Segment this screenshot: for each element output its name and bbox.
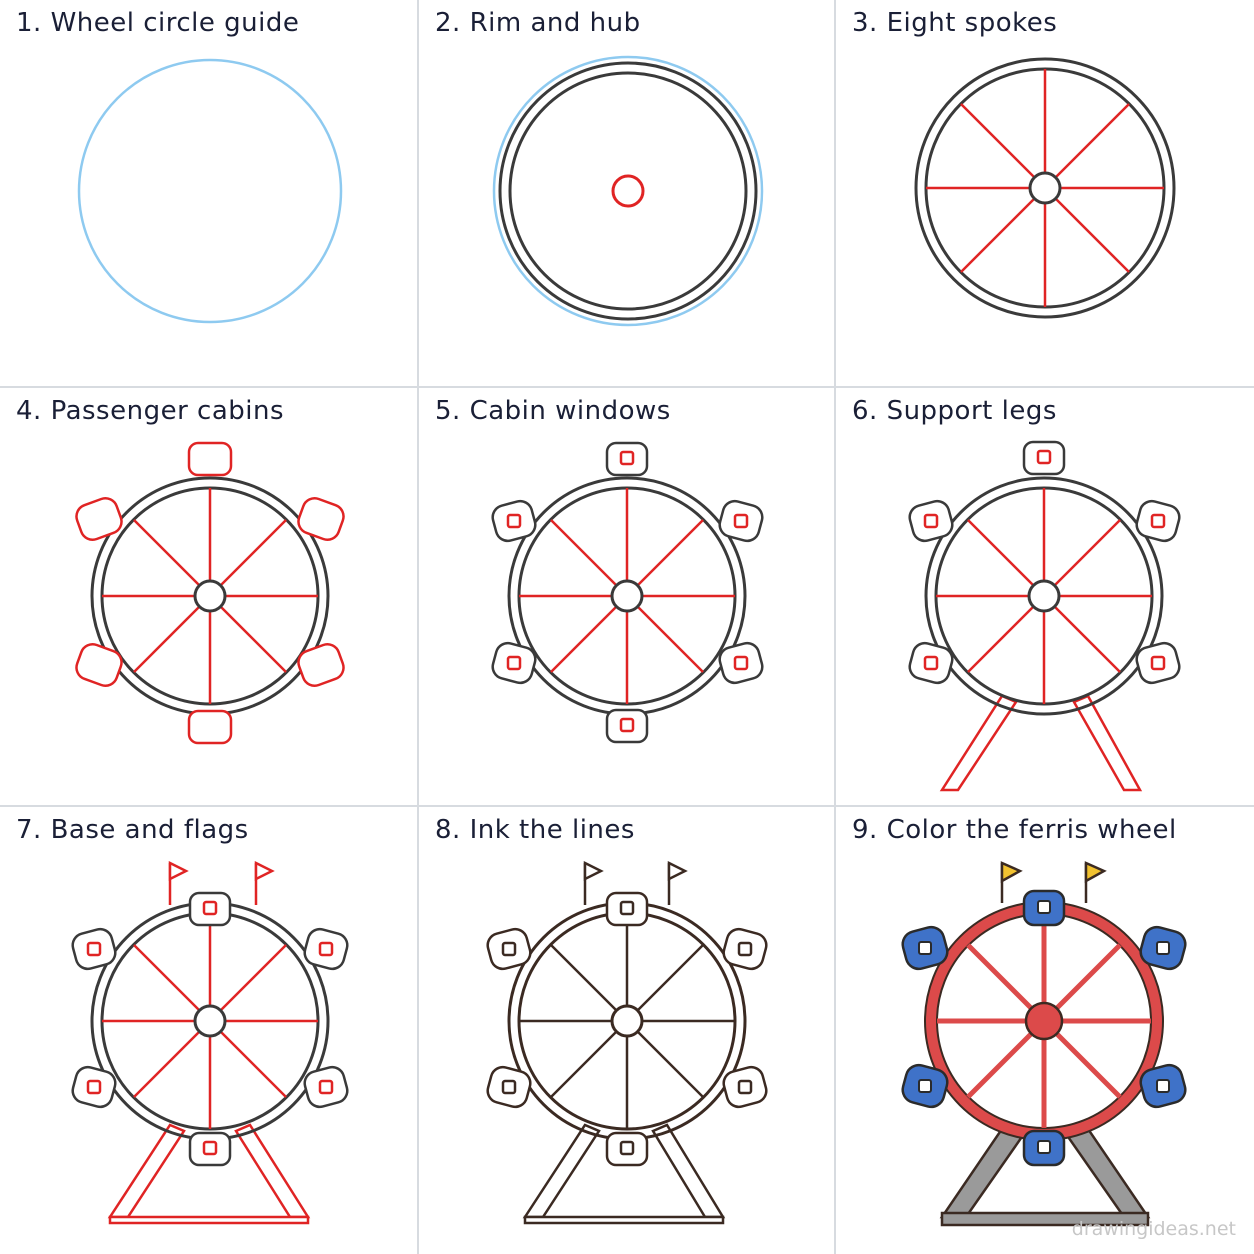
divider-horizontal bbox=[0, 805, 1254, 807]
step-title: 2. Rim and hub bbox=[435, 8, 641, 38]
step-panel-2: 2. Rim and hub bbox=[419, 0, 834, 386]
step-9-drawing bbox=[901, 861, 1187, 1227]
cabin bbox=[297, 497, 345, 541]
cabin-windows bbox=[86, 900, 334, 1156]
step-title: 7. Base and flags bbox=[16, 815, 249, 845]
spokes bbox=[102, 488, 318, 704]
guide-circle bbox=[492, 55, 764, 327]
support-legs bbox=[939, 694, 1143, 792]
divider-horizontal bbox=[0, 386, 1254, 388]
spokes bbox=[519, 913, 735, 1129]
guide-circle bbox=[77, 58, 343, 324]
cabins bbox=[908, 440, 1181, 685]
hub bbox=[610, 579, 644, 613]
step-panel-9: 9. Color the ferris wheel bbox=[836, 807, 1254, 1254]
cabin bbox=[187, 709, 233, 745]
step-panel-7: 7. Base and flags bbox=[0, 807, 417, 1254]
step-panel-8: 8. Ink the lines bbox=[419, 807, 834, 1254]
step-title: 9. Color the ferris wheel bbox=[852, 815, 1177, 845]
outer-rim bbox=[498, 61, 758, 321]
cabin bbox=[75, 497, 123, 541]
watermark: drawingideas.net bbox=[1071, 1218, 1236, 1240]
step-title: 6. Support legs bbox=[852, 396, 1057, 426]
cabin-windows bbox=[918, 900, 1170, 1154]
spokes bbox=[926, 69, 1164, 307]
cabin bbox=[605, 441, 649, 477]
step-panel-1: 1. Wheel circle guide bbox=[0, 0, 417, 386]
cabin bbox=[75, 643, 123, 687]
cabin-windows bbox=[501, 900, 753, 1156]
support-legs bbox=[522, 1123, 726, 1225]
outer-rim bbox=[924, 476, 1164, 716]
cabin bbox=[718, 641, 764, 685]
step-6-drawing bbox=[908, 440, 1181, 792]
spokes bbox=[937, 914, 1151, 1128]
step-panel-3: 3. Eight spokes bbox=[836, 0, 1254, 386]
step-panel-6: 6. Support legs bbox=[836, 388, 1254, 805]
step-4-drawing bbox=[75, 441, 345, 745]
cabin bbox=[491, 499, 537, 543]
step-2-drawing bbox=[492, 55, 764, 327]
spokes bbox=[519, 488, 735, 704]
step-title: 1. Wheel circle guide bbox=[16, 8, 300, 38]
step-title: 8. Ink the lines bbox=[435, 815, 635, 845]
step-title: 5. Cabin windows bbox=[435, 396, 671, 426]
hub bbox=[1027, 579, 1061, 613]
divider-vertical bbox=[417, 0, 419, 1254]
cabins bbox=[75, 441, 345, 745]
cabins bbox=[486, 891, 768, 1167]
hub bbox=[610, 1004, 644, 1038]
step-panel-4: 4. Passenger cabins bbox=[0, 388, 417, 805]
spokes bbox=[936, 488, 1152, 704]
base-bar bbox=[940, 1211, 1150, 1227]
cabin bbox=[718, 499, 764, 543]
cabin-windows bbox=[923, 449, 1166, 671]
divider-vertical bbox=[834, 0, 836, 1254]
support-legs bbox=[939, 1121, 1151, 1227]
cabin bbox=[187, 441, 233, 477]
spokes bbox=[102, 913, 318, 1129]
cabins bbox=[901, 889, 1187, 1167]
hub bbox=[1024, 1001, 1064, 1041]
step-8-drawing bbox=[486, 860, 768, 1225]
cabin bbox=[491, 641, 537, 685]
cabins bbox=[71, 891, 349, 1167]
step-panel-5: 5. Cabin windows bbox=[419, 388, 834, 805]
cabin bbox=[605, 708, 649, 744]
hub bbox=[193, 579, 227, 613]
outer-rim bbox=[914, 57, 1176, 319]
step-title: 3. Eight spokes bbox=[852, 8, 1058, 38]
cabin bbox=[297, 643, 345, 687]
step-title: 4. Passenger cabins bbox=[16, 396, 285, 426]
hub bbox=[1028, 171, 1062, 205]
flags bbox=[583, 860, 688, 905]
step-5-drawing bbox=[491, 441, 764, 744]
flags bbox=[1000, 861, 1107, 903]
step-3-drawing bbox=[914, 57, 1176, 319]
step-7-drawing bbox=[71, 860, 349, 1225]
flags bbox=[168, 860, 275, 905]
hub bbox=[611, 174, 645, 208]
base-bar bbox=[108, 1215, 310, 1225]
base-bar bbox=[523, 1215, 725, 1225]
support-legs bbox=[107, 1123, 311, 1225]
cabin-windows bbox=[506, 450, 749, 733]
inner-rim bbox=[508, 71, 748, 311]
hub bbox=[193, 1004, 227, 1038]
cabins bbox=[491, 441, 764, 744]
step-1-drawing bbox=[77, 58, 343, 324]
